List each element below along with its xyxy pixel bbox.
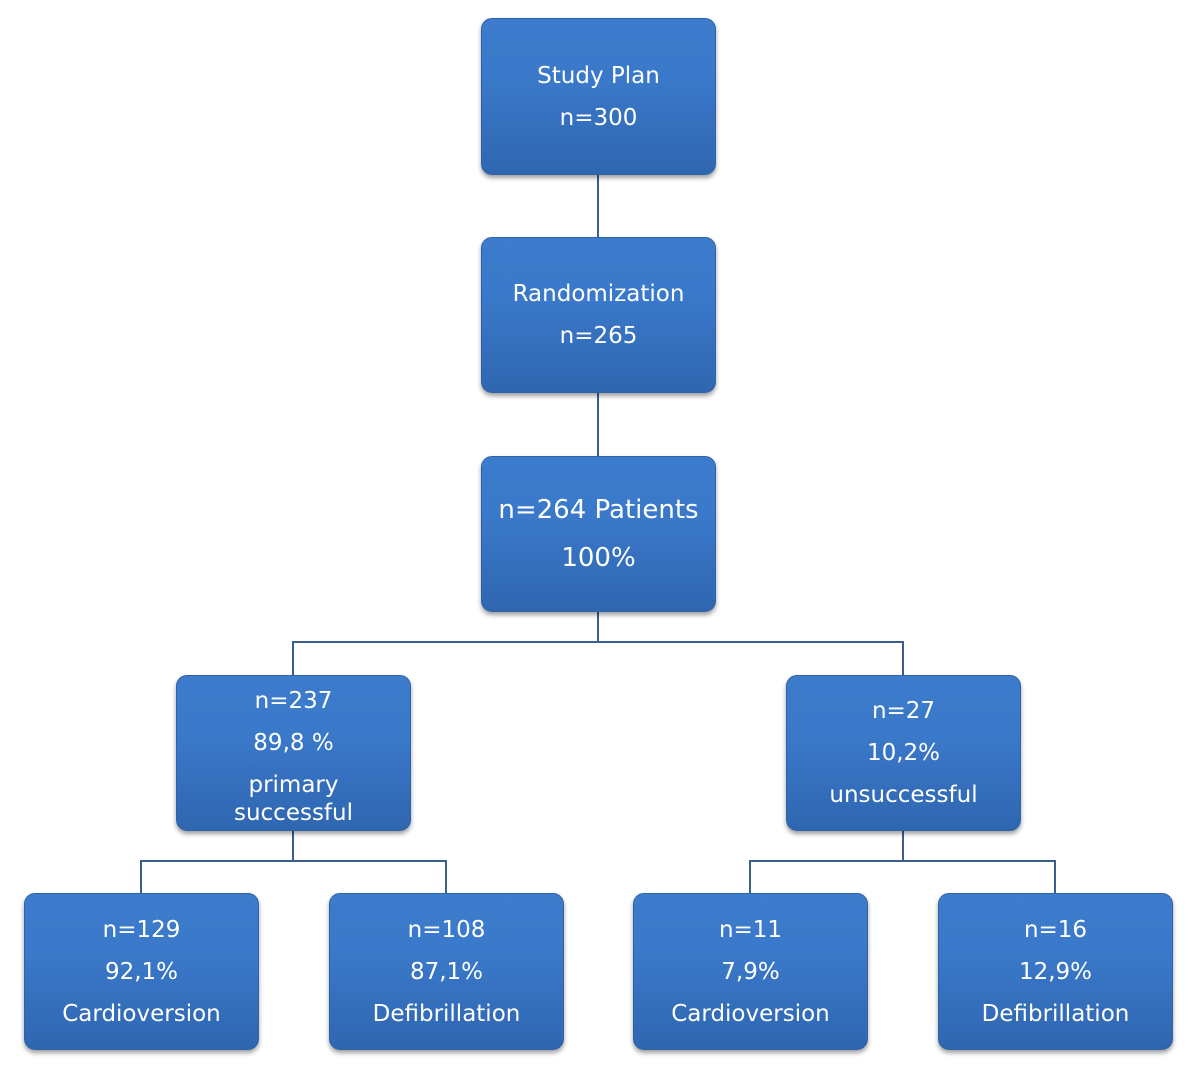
connector-success-methods xyxy=(140,860,447,893)
success-cardioversion-count: n=129 xyxy=(102,916,181,943)
primary-success-node: n=237 89,8 % primary successful xyxy=(176,675,411,831)
unsuccess-cardioversion-node: n=11 7,9% Cardioversion xyxy=(633,893,868,1050)
study-plan-title: Study Plan xyxy=(537,62,660,89)
unsuccess-defibrillation-count: n=16 xyxy=(1023,916,1088,943)
connector-patients-outcomes xyxy=(292,641,904,675)
success-defibrillation-count: n=108 xyxy=(407,916,486,943)
patients-percent: 100% xyxy=(561,543,636,573)
patients-node: n=264 Patients 100% xyxy=(481,456,716,612)
unsuccess-cardioversion-count: n=11 xyxy=(718,916,783,943)
primary-success-percent: 89,8 % xyxy=(253,729,334,756)
unsuccessful-label: unsuccessful xyxy=(829,782,978,808)
primary-success-count: n=237 xyxy=(254,687,333,714)
patients-title: n=264 Patients xyxy=(498,495,699,525)
success-defibrillation-node: n=108 87,1% Defibrillation xyxy=(329,893,564,1050)
study-plan-node: Study Plan n=300 xyxy=(481,18,716,175)
randomization-node: Randomization n=265 xyxy=(481,237,716,393)
unsuccess-defibrillation-percent: 12,9% xyxy=(1018,958,1093,985)
unsuccessful-percent: 10,2% xyxy=(866,740,941,766)
unsuccessful-count: n=27 xyxy=(871,698,936,724)
unsuccess-cardioversion-percent: 7,9% xyxy=(721,958,780,985)
success-cardioversion-label: Cardioversion xyxy=(62,1000,221,1027)
study-plan-count: n=300 xyxy=(559,104,638,131)
success-defibrillation-label: Defibrillation xyxy=(372,1000,521,1027)
success-cardioversion-node: n=129 92,1% Cardioversion xyxy=(24,893,259,1050)
success-cardioversion-percent: 92,1% xyxy=(104,958,179,985)
success-defibrillation-percent: 87,1% xyxy=(409,958,484,985)
unsuccessful-node: n=27 10,2% unsuccessful xyxy=(786,675,1021,831)
unsuccess-defibrillation-label: Defibrillation xyxy=(981,1000,1130,1027)
randomization-count: n=265 xyxy=(559,323,638,349)
unsuccess-defibrillation-node: n=16 12,9% Defibrillation xyxy=(938,893,1173,1050)
unsuccess-cardioversion-label: Cardioversion xyxy=(671,1000,830,1027)
randomization-title: Randomization xyxy=(512,281,685,307)
connector-unsuccess-methods xyxy=(749,860,1056,893)
primary-success-label: primary successful xyxy=(233,771,354,826)
